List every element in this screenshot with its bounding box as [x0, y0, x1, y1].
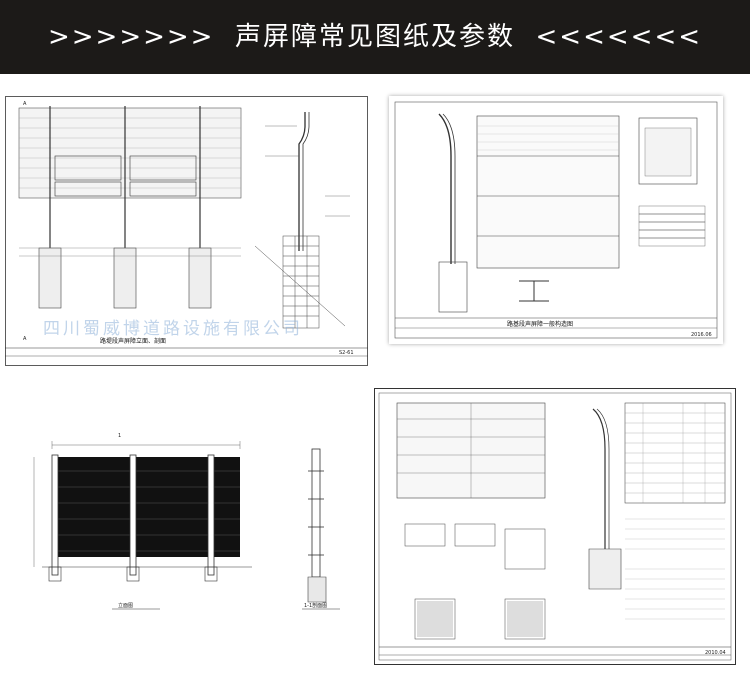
- section-mark-a-bottom: A: [23, 336, 27, 342]
- header-banner: >>>>>>> 声屏障常见图纸及参数 <<<<<<<: [0, 0, 750, 74]
- drawing-1-sheet-no: S2-61: [339, 350, 354, 356]
- section-mark-1: 1: [118, 433, 121, 439]
- drawing-1-svg: A A 路堤段声屏障立面、剖面 S2-61: [5, 96, 368, 366]
- page-title: >>>>>>> 声屏障常见图纸及参数 <<<<<<<: [47, 22, 703, 52]
- drawing-3-caption-left: 立面图: [118, 602, 133, 609]
- drawing-1-caption: 路堤段声屏障立面、剖面: [100, 337, 166, 345]
- section-mark-a-top: A: [23, 101, 27, 107]
- watermark: 四川蜀威博道路设施有限公司: [43, 319, 303, 339]
- drawing-3-caption-right: 1-1剖面图: [304, 602, 327, 609]
- drawing-2-date: 2016.06: [691, 332, 712, 338]
- drawing-4-date: 2010.04: [705, 650, 726, 656]
- drawing-4-svg: 2010.04: [378, 392, 732, 661]
- drawing-2-caption: 路基段声屏障一般构造图: [507, 320, 573, 328]
- drawing-2-svg: 路基段声屏障一般构造图 2016.06: [394, 101, 718, 339]
- drawing-roadbed-barrier-general-structure: 路基段声屏障一般构造图 2016.06: [389, 96, 723, 344]
- drawing-3-svg: 1 立面图 1-1剖面图: [33, 433, 340, 610]
- drawing-barrier-elevation-section: 1 立面图 1-1剖面图: [22, 427, 352, 632]
- drawing-roadbed-noise-barrier-elevation: A A 路堤段声屏障立面、剖面 S2-61 四川蜀威博道路设施有限公司: [5, 96, 368, 366]
- drawing-noise-barrier-detail-table: 2010.04: [374, 388, 736, 665]
